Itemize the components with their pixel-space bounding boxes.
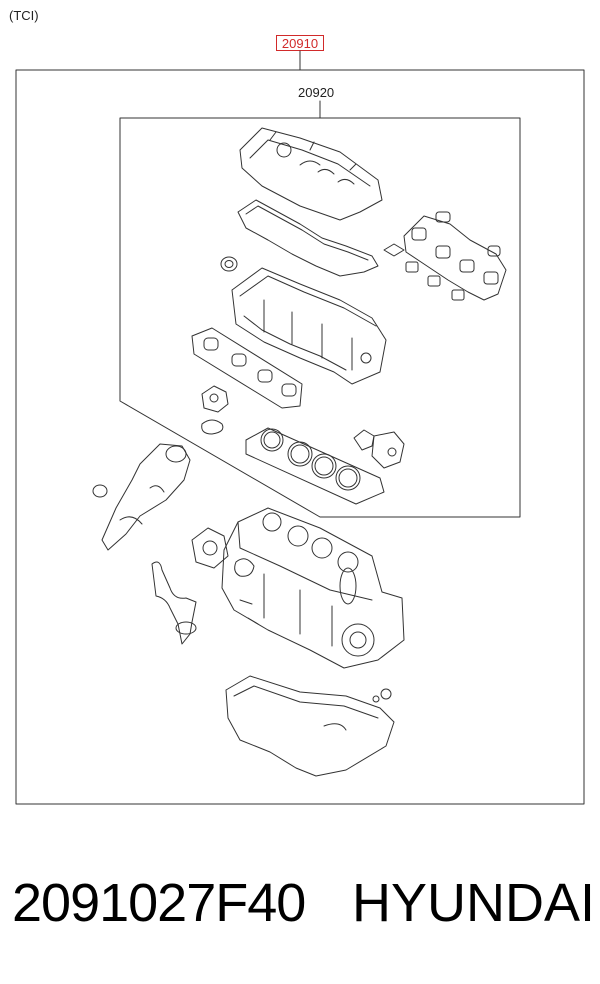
seal-ring-icon[interactable] [220,256,238,272]
frame-lines [15,50,585,805]
head-gasket-icon[interactable] [245,427,385,505]
valve-cover-icon[interactable] [239,127,383,221]
part-number: 2091027F40 [12,873,306,933]
engine-block-icon[interactable] [221,507,405,669]
water-outlet-icon[interactable] [353,429,405,469]
water-pump-icon[interactable] [191,527,229,569]
timing-cover-icon[interactable] [92,443,191,551]
brand-name: HYUNDAI [352,873,596,933]
intake-gasket-icon[interactable] [191,327,303,409]
valve-cover-gasket-icon[interactable] [237,199,379,277]
manifold-gasket-icon[interactable] [383,211,507,301]
oil-pan-icon[interactable] [225,675,395,777]
variant-label: (TCI) [9,8,39,23]
callout-part-20920[interactable]: 20920 [298,85,335,100]
cylinder-head-icon[interactable] [231,267,387,385]
thermostat-housing-icon[interactable] [201,385,229,435]
oil-pickup-tube-icon[interactable] [151,561,197,645]
